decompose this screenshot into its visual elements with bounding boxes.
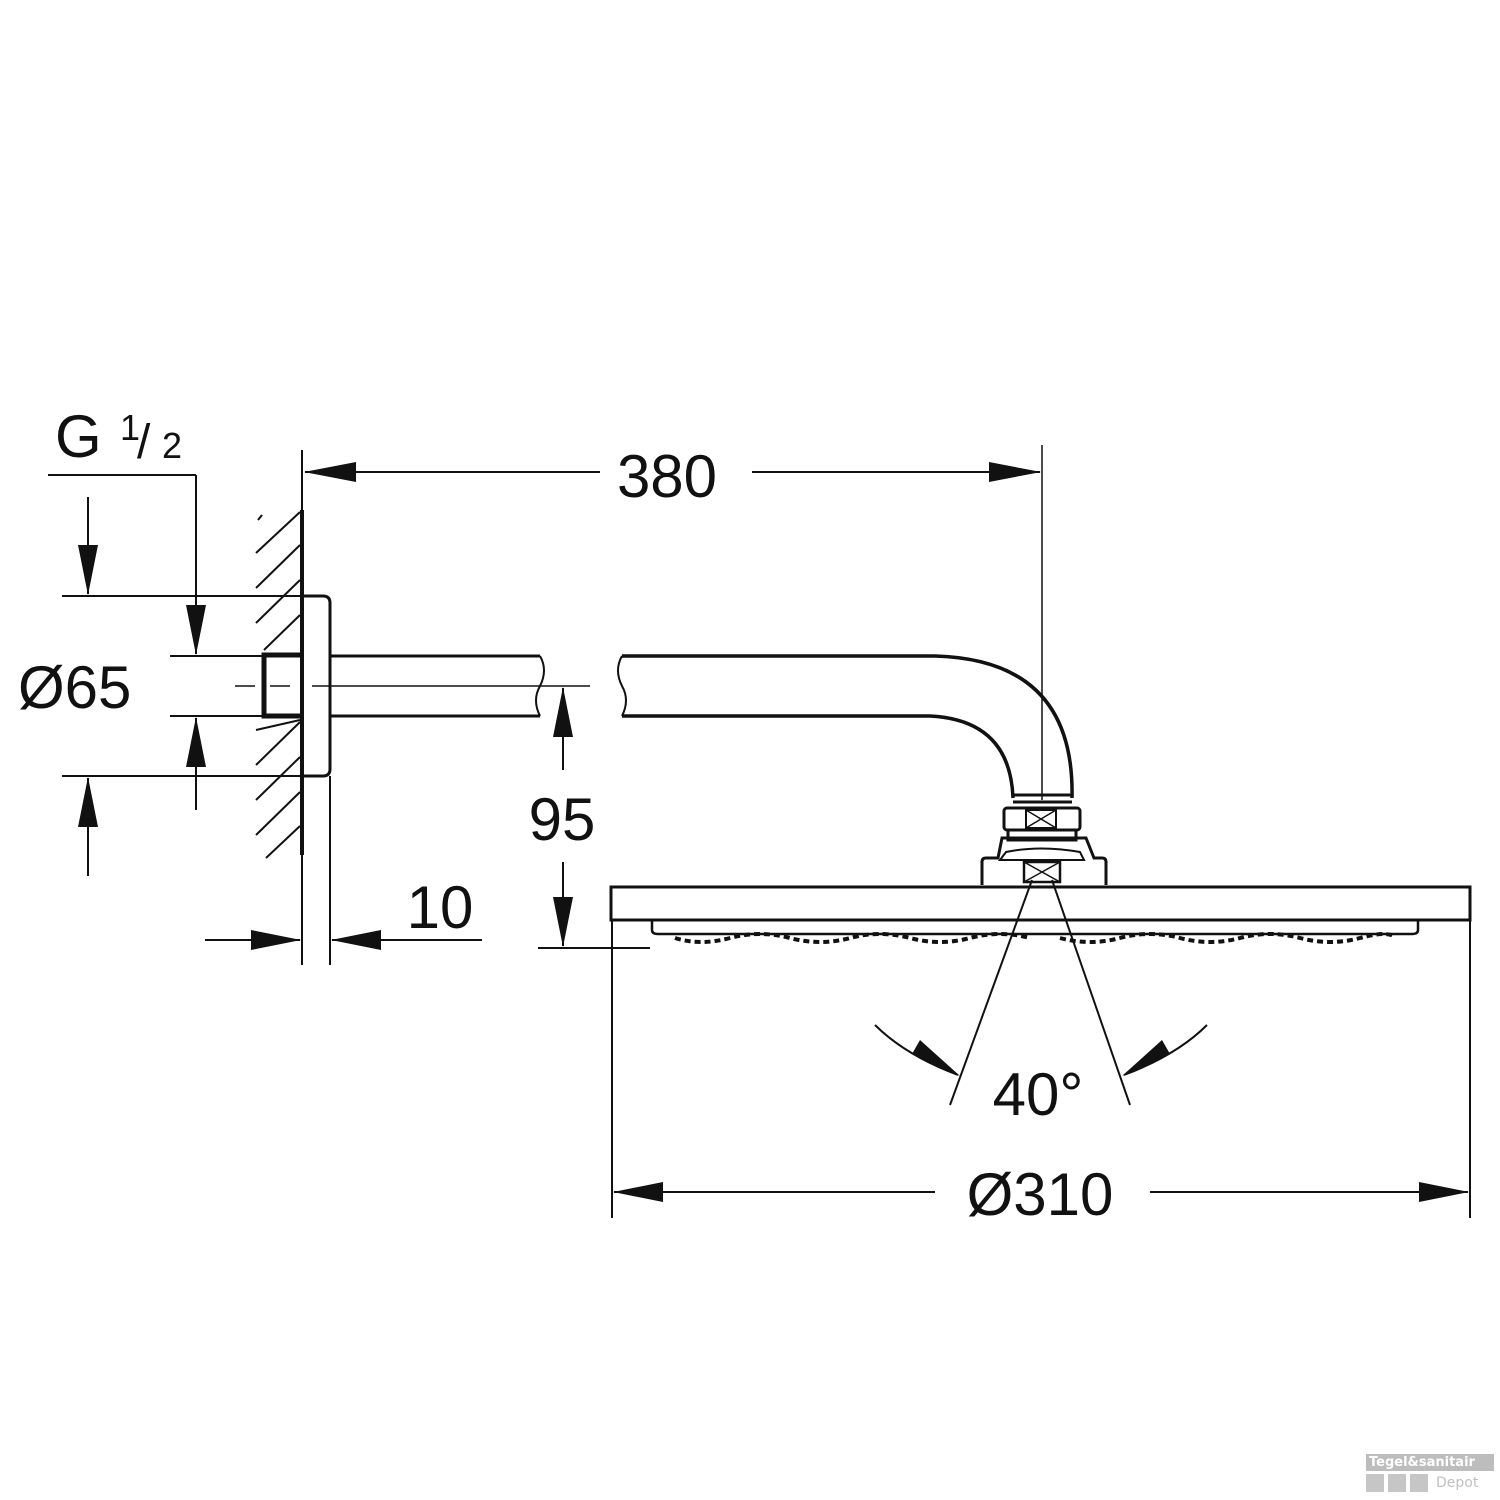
dimension-65: Ø65 xyxy=(18,497,302,876)
wall xyxy=(255,510,304,965)
thread-label: G xyxy=(55,403,102,470)
thread-numerator: 1 xyxy=(120,407,140,448)
dimension-310-label: Ø310 xyxy=(967,1161,1114,1228)
dimension-angle: 40° xyxy=(874,879,1208,1128)
dimension-95: 95 xyxy=(529,687,650,949)
svg-text:/: / xyxy=(137,416,151,469)
dimension-95-label: 95 xyxy=(529,786,596,853)
dimension-310: Ø310 xyxy=(611,920,1471,1228)
shower-head xyxy=(609,885,1472,944)
wall-hatching xyxy=(255,511,301,859)
droplet-icon xyxy=(1366,1474,1384,1492)
watermark-logo: Tegel&sanitair Depot xyxy=(1366,1454,1494,1492)
dimension-65-label: Ø65 xyxy=(18,654,131,721)
angle-label: 40° xyxy=(993,1061,1084,1128)
tile-icon xyxy=(1388,1474,1406,1492)
ball-joint xyxy=(980,793,1108,885)
watermark-sub: Depot xyxy=(1436,1475,1479,1491)
thread-denominator: 2 xyxy=(162,425,182,466)
dimension-thread: G 1 / 2 xyxy=(48,403,262,810)
dimension-380-label: 380 xyxy=(617,443,717,510)
dimension-380: 380 xyxy=(301,443,1041,510)
dimension-10-label: 10 xyxy=(407,874,474,941)
watermark-brand: Tegel&sanitair xyxy=(1366,1454,1494,1471)
centerline xyxy=(235,445,1043,800)
tile-icon xyxy=(1410,1474,1428,1492)
shower-arm xyxy=(330,654,1074,799)
wall-flange xyxy=(261,594,332,965)
dimension-10: 10 xyxy=(205,874,482,950)
